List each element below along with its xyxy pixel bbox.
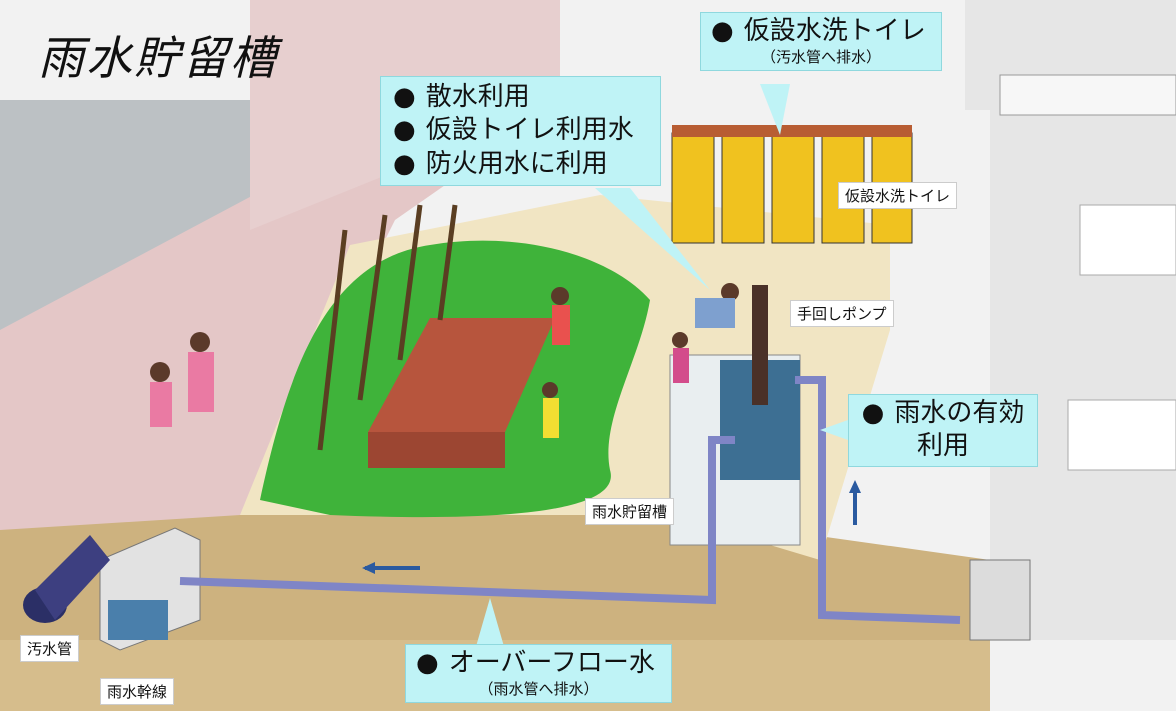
pointer-overflow	[475, 598, 505, 650]
label-storage-tank: 雨水貯留槽	[585, 498, 675, 525]
callout-uses-item-2: 仮設トイレ利用水	[393, 114, 648, 147]
label-toilet: 仮設水洗トイレ	[838, 182, 958, 209]
right-box	[969, 559, 1031, 641]
flow-arrow-up-head	[849, 480, 861, 493]
callout-toilet-sub: （汚水管へ排水）	[760, 48, 881, 67]
overflow-pipe	[179, 436, 735, 605]
callout-uses-item-1: 散水利用	[393, 81, 648, 114]
callout-toilet: 仮設水洗トイレ （汚水管へ排水）	[700, 12, 942, 71]
callout-toilet-text: 仮設水洗トイレ	[711, 15, 931, 48]
people	[150, 283, 739, 438]
callout-overflow-text: オーバーフロー水	[416, 647, 661, 680]
callout-uses: 散水利用 仮設トイレ利用水 防火用水に利用	[380, 76, 661, 186]
flower-bed	[368, 318, 555, 432]
label-storm-trunk: 雨水幹線	[100, 678, 175, 705]
callout-effective: 雨水の有効 利用	[848, 394, 1038, 467]
building-window-2	[1067, 399, 1176, 471]
pointer-toilet	[760, 84, 790, 135]
storm-box-water	[108, 600, 168, 640]
callout-effective-line2: 利用	[916, 431, 969, 462]
callout-uses-item-3: 防火用水に利用	[393, 148, 648, 181]
callout-overflow: オーバーフロー水 （雨水管へ排水）	[405, 644, 672, 703]
building	[965, 0, 1176, 640]
label-sewage-pipe: 汚水管	[20, 635, 80, 662]
diagram-title: 雨水貯留槽	[38, 31, 278, 85]
effective-use-pipe	[795, 376, 961, 624]
label-hand-pump: 手回しポンプ	[790, 300, 894, 327]
toilet-row	[671, 125, 913, 244]
flow-arrow-left-head	[362, 562, 375, 574]
callout-effective-line1: 雨水の有効	[857, 397, 1029, 430]
tree-row	[317, 204, 458, 451]
hand-pump	[752, 285, 768, 405]
flower-bed-front	[368, 432, 505, 468]
building-balcony	[999, 74, 1176, 116]
callout-overflow-sub: （雨水管へ排水）	[478, 680, 599, 699]
pointer-uses	[595, 188, 710, 290]
brick-walkway	[0, 105, 560, 560]
building-window-1	[1079, 204, 1176, 276]
sewage-pipe	[35, 535, 110, 620]
